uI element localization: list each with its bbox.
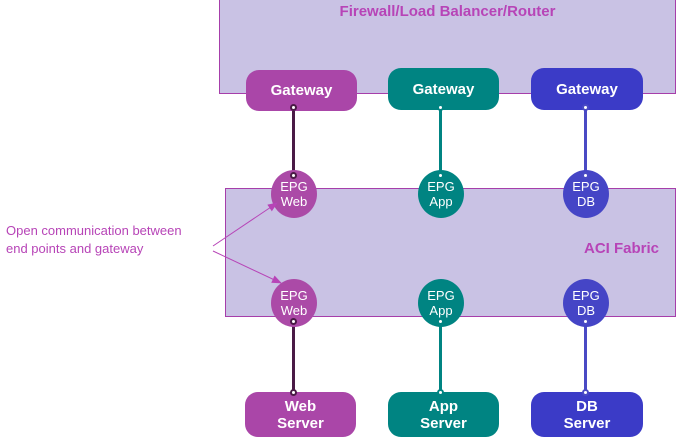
gateway-web-port bbox=[290, 104, 297, 111]
annotation-line-1: Open communication between bbox=[6, 223, 182, 238]
db-server-line1: DB bbox=[576, 397, 598, 415]
app-server-line1: App bbox=[428, 397, 459, 415]
link-epg-app-to-app-server bbox=[439, 320, 442, 392]
link-gateway-to-epg-db bbox=[584, 106, 587, 176]
epg-web-top-port bbox=[290, 172, 297, 179]
app-server-box[interactable]: App Server bbox=[388, 392, 499, 437]
web-server-port bbox=[290, 389, 297, 396]
epg-web-bottom-line2: Web bbox=[280, 303, 308, 318]
epg-app-top-port bbox=[437, 172, 444, 179]
epg-web-bottom-port bbox=[290, 318, 297, 325]
epg-app-top-line1: EPG bbox=[427, 179, 455, 194]
epg-db-top-line1: EPG bbox=[572, 179, 600, 194]
db-server-line2: Server bbox=[563, 414, 611, 432]
gateway-db-box[interactable]: Gateway bbox=[531, 68, 643, 110]
web-server-line2: Server bbox=[277, 414, 324, 432]
web-server-line1: Web bbox=[284, 397, 317, 415]
web-server-box[interactable]: Web Server bbox=[245, 392, 356, 437]
gateway-app-port bbox=[437, 104, 444, 111]
epg-app-top-line2: App bbox=[429, 194, 453, 209]
epg-web-bottom[interactable]: EPG Web bbox=[271, 279, 317, 327]
annotation-text: Open communication between end points an… bbox=[6, 222, 221, 258]
epg-db-top-line2: DB bbox=[576, 194, 596, 209]
zone-label-firewall: Firewall/Load Balancer/Router bbox=[339, 3, 556, 20]
gateway-db-port bbox=[582, 104, 589, 111]
link-gateway-to-epg-web bbox=[292, 106, 295, 176]
epg-app-bottom-line1: EPG bbox=[427, 288, 455, 303]
epg-app-bottom-port bbox=[437, 318, 444, 325]
app-server-port bbox=[437, 389, 444, 396]
epg-web-top[interactable]: EPG Web bbox=[271, 170, 317, 218]
gateway-web-label: Gateway bbox=[270, 82, 333, 99]
annotation-line-2: end points and gateway bbox=[6, 241, 144, 256]
gateway-app-label: Gateway bbox=[412, 80, 475, 98]
db-server-box[interactable]: DB Server bbox=[531, 392, 643, 437]
link-epg-db-to-db-server bbox=[584, 320, 587, 392]
db-server-port bbox=[582, 389, 589, 396]
epg-db-bottom-line2: DB bbox=[576, 303, 596, 318]
app-server-line2: Server bbox=[420, 414, 467, 432]
epg-web-bottom-line1: EPG bbox=[280, 288, 308, 303]
gateway-app-box[interactable]: Gateway bbox=[388, 68, 499, 110]
epg-web-top-line2: Web bbox=[280, 194, 308, 209]
gateway-db-label: Gateway bbox=[556, 80, 618, 98]
link-epg-web-to-web-server bbox=[292, 320, 295, 392]
epg-db-bottom-line1: EPG bbox=[572, 288, 600, 303]
epg-web-top-line1: EPG bbox=[280, 179, 308, 194]
zone-label-aci-fabric: ACI Fabric bbox=[583, 240, 659, 257]
gateway-web-box[interactable]: Gateway bbox=[246, 70, 357, 111]
epg-app-bottom-line2: App bbox=[429, 303, 453, 318]
link-gateway-to-epg-app bbox=[439, 106, 442, 176]
epg-db-top-port bbox=[582, 172, 589, 179]
epg-db-bottom-port bbox=[582, 318, 589, 325]
